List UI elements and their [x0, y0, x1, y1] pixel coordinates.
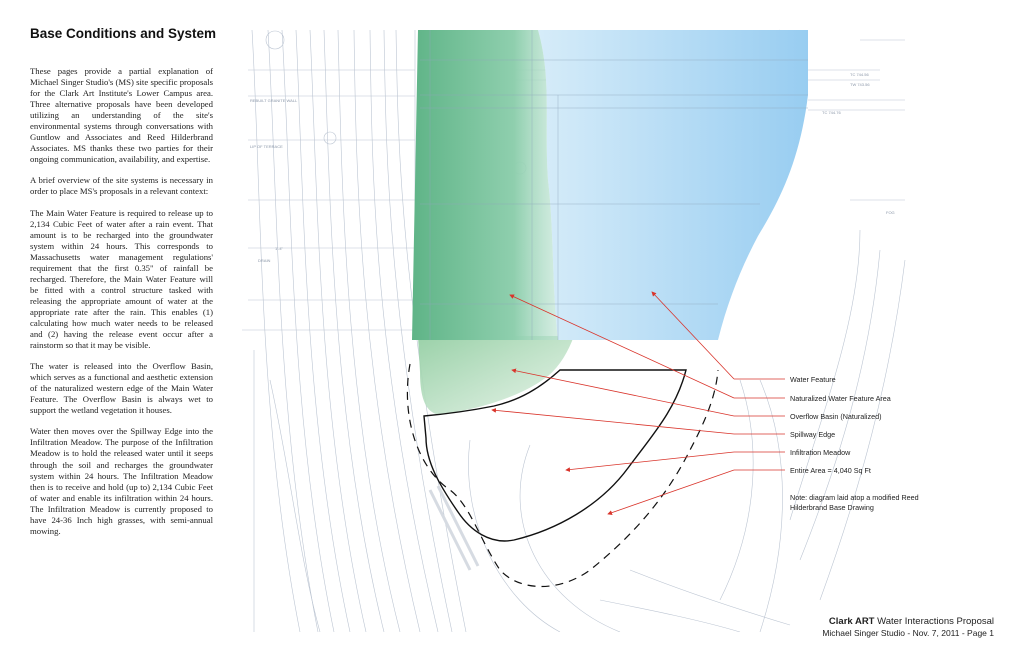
base-label: TC 744.76: [822, 110, 841, 115]
base-label: TC 744.56: [850, 72, 869, 77]
legend: Water Feature Naturalized Water Feature …: [790, 375, 919, 512]
legend-entire-area: Entire Area = 4,040 Sq Ft: [790, 466, 871, 475]
arrow-water-feature: [651, 291, 735, 380]
page-title: Base Conditions and System: [30, 26, 217, 41]
base-label: FOG: [886, 210, 895, 215]
legend-infiltration-meadow: Infiltration Meadow: [790, 448, 851, 457]
footer-title: Clark ART Water Interactions Proposal: [822, 616, 994, 627]
legend-overflow-basin: Overflow Basin (Naturalized): [790, 412, 881, 421]
legend-spillway-edge: Spillway Edge: [790, 430, 835, 439]
footer-subtitle: Water Interactions Proposal: [877, 616, 994, 627]
arrow-overflow-basin: [511, 368, 735, 417]
base-label: REBUILT GRANITE WALL: [250, 98, 298, 103]
footer: Clark ART Water Interactions Proposal Mi…: [822, 616, 994, 638]
diagram-note-line-2: Hilderbrand Base Drawing: [790, 503, 874, 512]
footer-brand: Clark ART: [828, 616, 875, 627]
base-drawing-lines: [242, 29, 906, 632]
water-feature-area: [538, 30, 808, 340]
water-dimension-lines: [420, 30, 808, 340]
legend-water-feature: Water Feature: [790, 375, 836, 384]
body-text: These pages provide a partial explanatio…: [30, 66, 213, 547]
base-label: 1'-4": [275, 246, 284, 251]
leader-arrows: [491, 291, 785, 515]
arrow-infiltration-meadow: [565, 451, 735, 472]
paragraph-intro: These pages provide a partial explanatio…: [30, 66, 213, 165]
paragraph-infiltration-meadow: Water then moves over the Spillway Edge …: [30, 426, 213, 536]
site-diagram: TC 744.56 TW 743.56 FOG TC 744.76 1'-4" …: [242, 29, 919, 632]
paragraph-overview: A brief overview of the site systems is …: [30, 175, 213, 197]
base-label: DRAIN: [258, 258, 271, 263]
footer-credit: Michael Singer Studio - Nov. 7, 2011 - P…: [822, 628, 994, 638]
diagram-note-line-1: Note: diagram laid atop a modified Reed: [790, 493, 919, 502]
paragraph-overflow-basin: The water is released into the Overflow …: [30, 361, 213, 416]
arrow-spillway-edge: [491, 408, 735, 435]
base-label: LIP OF TERRACE: [250, 144, 283, 149]
arrow-entire-area: [607, 469, 735, 515]
naturalized-water-feature-area: [412, 30, 558, 340]
legend-naturalized-area: Naturalized Water Feature Area: [790, 394, 891, 403]
overflow-basin-area: [418, 336, 574, 414]
entire-area-boundary: [406, 363, 719, 587]
arrow-naturalized-area: [509, 294, 735, 399]
paragraph-main-water-feature: The Main Water Feature is required to re…: [30, 207, 213, 351]
base-label: TW 743.56: [850, 82, 870, 87]
